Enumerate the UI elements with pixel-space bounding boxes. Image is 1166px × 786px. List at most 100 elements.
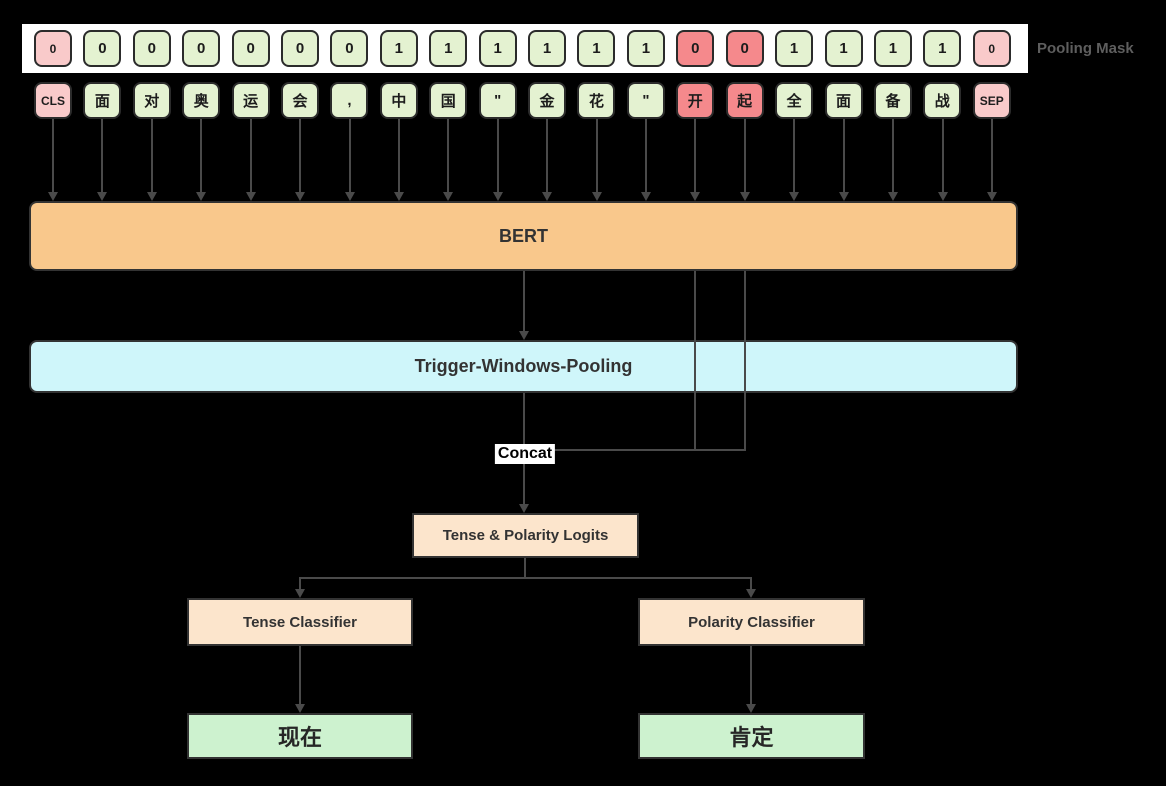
mask-cell-12: 1: [626, 30, 665, 67]
token-cell-8: 国: [429, 82, 468, 119]
arrow-line: [546, 119, 549, 193]
token-cell-18: 战: [923, 82, 962, 119]
token-arrow-7: [393, 119, 404, 201]
trigger-windows-pooling-box: Trigger-Windows-Pooling: [29, 340, 1018, 393]
mask-cell-11: 1: [577, 30, 616, 67]
token-arrow-9: [492, 119, 503, 201]
mask-cell-6: 0: [330, 30, 369, 67]
arrow-line: [645, 119, 648, 193]
bert-label: BERT: [499, 225, 548, 246]
token-cell-10: 金: [528, 82, 567, 119]
split-to-polarity-arrow: [746, 579, 756, 598]
logits-label: Tense & Polarity Logits: [442, 527, 609, 544]
mask-cell-13: 0: [676, 30, 715, 67]
token-cell-2: 对: [132, 82, 171, 119]
arrow-head-icon: [838, 192, 849, 201]
polarity-output-label: 肯定: [729, 725, 774, 750]
arrow-line: [150, 119, 153, 193]
token-arrow-13: [690, 119, 701, 201]
token-arrow-18: [937, 119, 948, 201]
token-cell-3: 奥: [182, 82, 221, 119]
mask-cell-5: 0: [281, 30, 320, 67]
arrow-head-icon: [295, 589, 305, 598]
token-arrow-5: [295, 119, 306, 201]
arrow-head-icon: [519, 331, 529, 340]
token-cell-13: 开: [676, 82, 715, 119]
split-to-tense-arrow: [295, 579, 305, 598]
mask-cell-14: 0: [725, 30, 764, 67]
token-cell-11: 花: [577, 82, 616, 119]
token-cell-16: 面: [824, 82, 863, 119]
logits-box: Tense & Polarity Logits: [412, 513, 639, 558]
mask-cell-18: 1: [923, 30, 962, 67]
arrow-line: [299, 646, 301, 705]
arrow-head-icon: [146, 192, 157, 201]
token-cell-7: 中: [379, 82, 418, 119]
token-cell-6: ,: [330, 82, 369, 119]
mask-cell-10: 1: [528, 30, 567, 67]
arrow-line: [52, 119, 54, 193]
polarity-output-box: 肯定: [638, 713, 865, 759]
arrow-head-icon: [344, 192, 355, 201]
arrow-line: [299, 119, 302, 193]
trigger-line-2: [743, 271, 746, 451]
token-cell-5: 会: [281, 82, 320, 119]
mask-cell-19: 0: [972, 30, 1011, 67]
mask-cell-9: 1: [478, 30, 517, 67]
mask-cell-16: 1: [824, 30, 863, 67]
mask-cell-3: 0: [182, 30, 221, 67]
arrow-line: [523, 271, 525, 332]
token-arrow-16: [838, 119, 849, 201]
arrow-line: [101, 119, 104, 193]
arrow-head-icon: [519, 504, 529, 513]
arrow-head-icon: [739, 192, 750, 201]
tense-classifier-box: Tense Classifier: [187, 598, 413, 646]
token-cell-9: ": [478, 82, 517, 119]
token-arrow-3: [196, 119, 207, 201]
token-cell-12: ": [626, 82, 665, 119]
token-arrow-19: [987, 119, 997, 201]
arrow-line: [750, 646, 752, 705]
arrow-line: [348, 119, 351, 193]
logits-stem-line: [524, 558, 526, 579]
token-arrow-8: [443, 119, 454, 201]
mask-cell-15: 1: [775, 30, 814, 67]
mask-cell-7: 1: [379, 30, 418, 67]
arrow-head-icon: [746, 589, 756, 598]
mask-cell-2: 0: [132, 30, 171, 67]
pooling-mask-label: Pooling Mask: [1037, 40, 1134, 57]
arrow-head-icon: [295, 704, 305, 713]
arrow-head-icon: [591, 192, 602, 201]
arrow-line: [200, 119, 203, 193]
token-cell-15: 全: [775, 82, 814, 119]
arrow-head-icon: [295, 192, 306, 201]
arrow-line: [694, 119, 697, 193]
arrow-head-icon: [746, 704, 756, 713]
mask-cell-17: 1: [873, 30, 912, 67]
arrow-line: [249, 119, 252, 193]
arrow-head-icon: [937, 192, 948, 201]
arrow-head-icon: [245, 192, 256, 201]
tense-classifier-label: Tense Classifier: [243, 613, 357, 631]
mask-cell-4: 0: [231, 30, 270, 67]
trigger-line-1: [694, 271, 697, 451]
mask-cell-1: 0: [83, 30, 122, 67]
token-arrow-10: [542, 119, 553, 201]
arrow-head-icon: [542, 192, 553, 201]
bert-box: BERT: [29, 201, 1018, 271]
arrow-head-icon: [789, 192, 800, 201]
arrow-line: [892, 119, 895, 193]
arrow-head-icon: [97, 192, 108, 201]
token-arrow-4: [245, 119, 256, 201]
arrow-line: [299, 579, 301, 590]
arrow-head-icon: [393, 192, 404, 201]
token-arrow-1: [97, 119, 108, 201]
token-cell-4: 运: [231, 82, 270, 119]
arrow-head-icon: [987, 192, 997, 201]
arrow-line: [941, 119, 944, 193]
arrow-line: [595, 119, 598, 193]
token-arrow-17: [888, 119, 899, 201]
token-arrow-14: [739, 119, 750, 201]
concat-label: Concat: [494, 444, 556, 464]
